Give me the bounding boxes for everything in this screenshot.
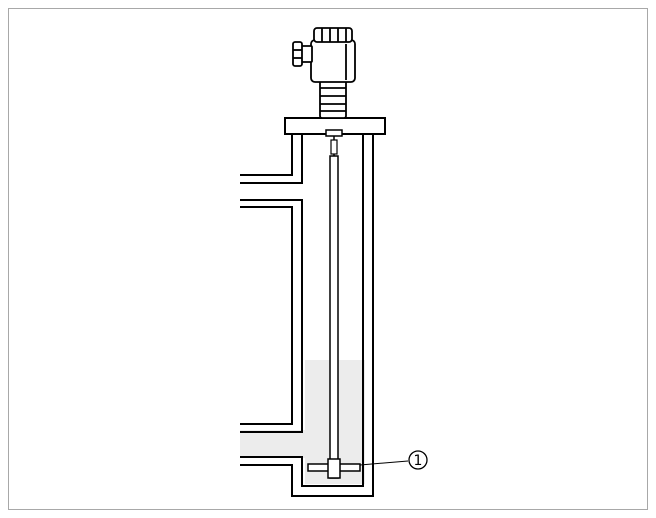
- callout-number: 1: [414, 453, 423, 469]
- housing-body: [310, 39, 356, 83]
- flange: [284, 117, 386, 137]
- bypass-chamber: [240, 132, 374, 497]
- figure-border: [8, 8, 648, 510]
- chamber-inner-wall: [240, 132, 364, 487]
- chamber-outer-wall: [240, 132, 374, 497]
- sensor-housing: [292, 27, 356, 119]
- process-fitting: [319, 79, 347, 119]
- housing-lid: [313, 27, 353, 43]
- callout-circle: [408, 450, 428, 470]
- centering-spacer: [307, 458, 361, 479]
- callout-leader: [359, 460, 409, 466]
- rod-probe: [329, 136, 339, 479]
- callout-1: 1: [408, 450, 428, 470]
